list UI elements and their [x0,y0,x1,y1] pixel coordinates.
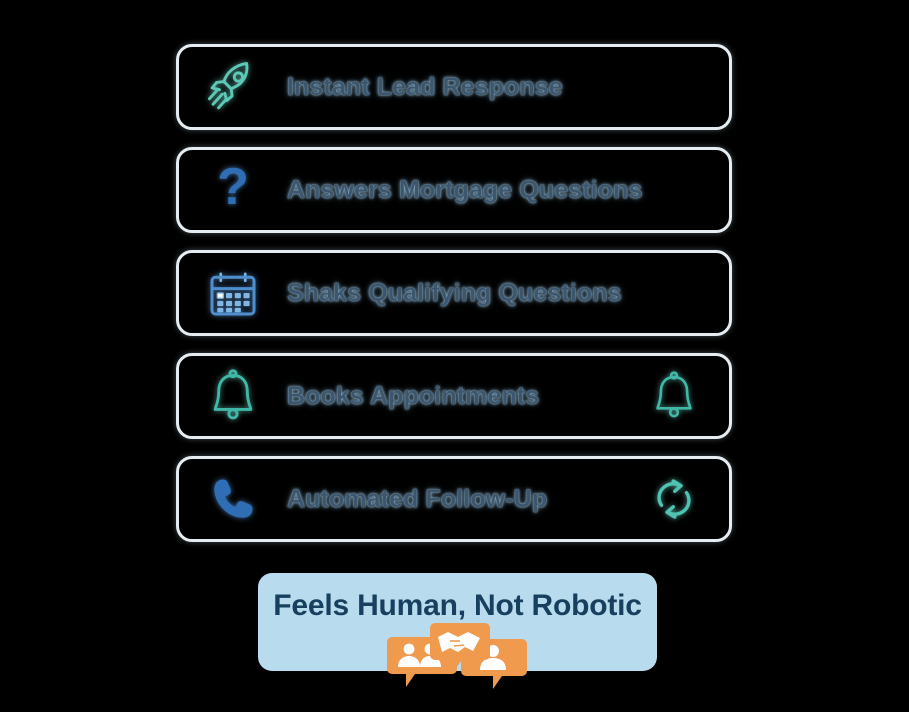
feature-card-shaks-qualifying-questions[interactable]: Shaks Qualifying Questions [176,250,732,336]
feature-card-books-appointments[interactable]: Books Appointments [176,353,732,439]
feature-card-label: Instant Lead Response [287,72,563,101]
feature-card-label: Answers Mortgage Questions [287,175,643,204]
feature-card-automated-follow-up[interactable]: Automated Follow-Up [176,456,732,542]
question-mark-icon: ? [179,147,287,233]
speech-bubble-handshake-icon [430,623,490,673]
feature-card-label: Automated Follow-Up [287,484,548,513]
feature-card-label: Books Appointments [287,381,540,410]
speech-bubbles-group [380,621,535,691]
feature-card-instant-lead-response[interactable]: Instant Lead Response [176,44,732,130]
feature-card-answers-mortgage-questions[interactable]: ? Answers Mortgage Questions [176,147,732,233]
svg-text:?: ? [217,160,249,216]
phone-icon [179,456,287,542]
rocket-icon [179,44,287,130]
refresh-icon [619,456,729,542]
badge-title: Feels Human, Not Robotic [273,589,642,622]
bell-icon [619,353,729,439]
bell-icon [179,353,287,439]
feature-card-list: Instant Lead Response ? Answers Mortgage… [176,44,732,559]
calendar-icon [179,250,287,336]
feature-card-label: Shaks Qualifying Questions [287,278,622,307]
